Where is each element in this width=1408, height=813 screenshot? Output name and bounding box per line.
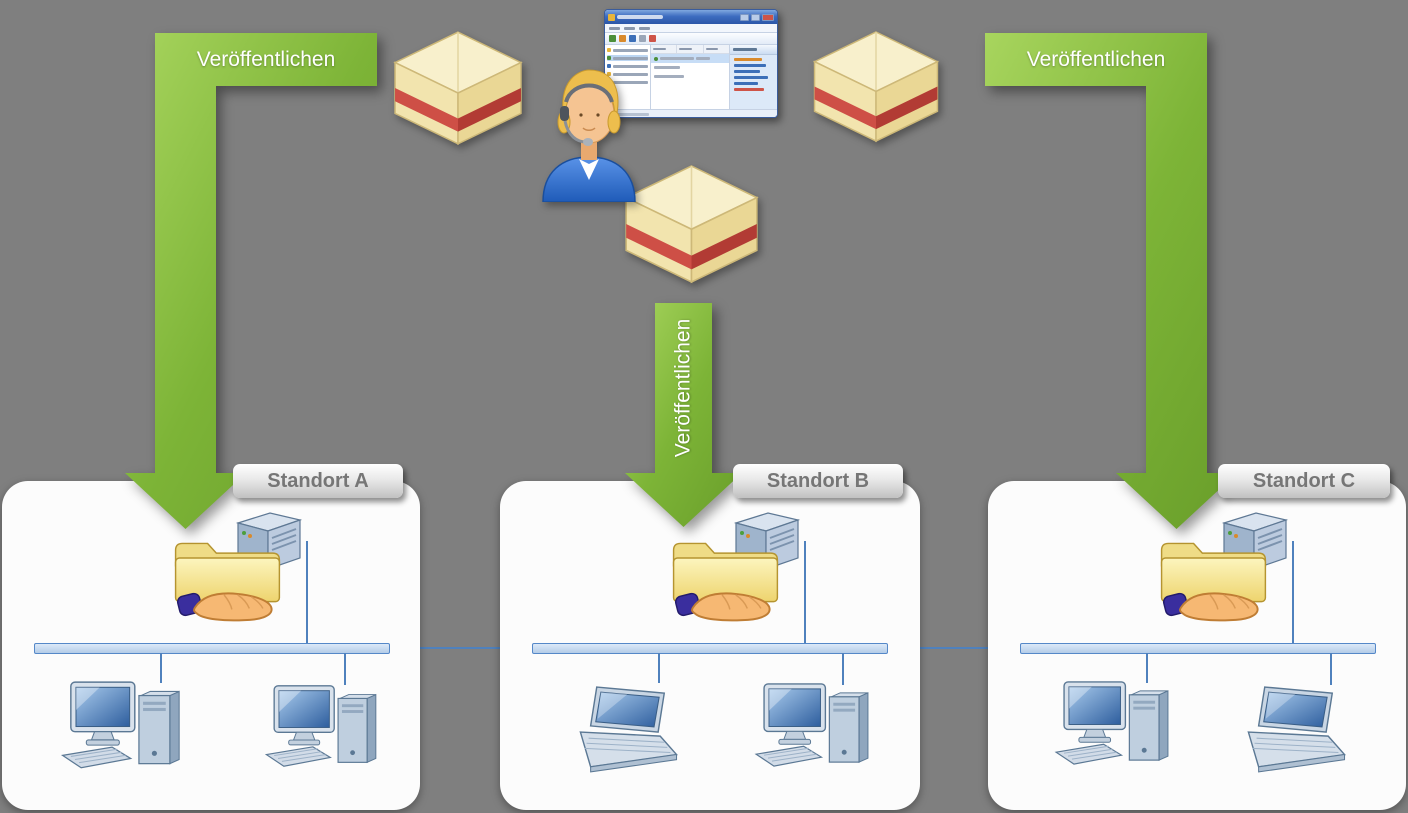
network-bus bbox=[532, 643, 888, 654]
admin-person-icon bbox=[541, 68, 637, 202]
server-network-connector bbox=[804, 541, 806, 644]
site-label-standort-a: Standort A bbox=[233, 464, 403, 498]
window-title-bar bbox=[605, 10, 777, 24]
pc-network-connector bbox=[842, 653, 844, 685]
network-link-a-b bbox=[388, 647, 532, 649]
management-console-window bbox=[604, 9, 778, 118]
network-bus bbox=[1020, 643, 1376, 654]
laptop-computer-icon bbox=[1247, 686, 1346, 773]
software-package-icon bbox=[394, 31, 522, 145]
window-actions-pane bbox=[729, 45, 777, 109]
pc-network-connector bbox=[344, 653, 346, 685]
publish-arrow-center-label: Veröffentlichen bbox=[654, 300, 712, 476]
software-package-icon bbox=[625, 165, 758, 283]
maximize-icon bbox=[751, 13, 760, 21]
toolbar-icon bbox=[639, 35, 646, 42]
server-network-connector bbox=[1292, 541, 1294, 644]
shared-folder-icon bbox=[672, 542, 779, 622]
site-box-standort-a bbox=[2, 481, 420, 810]
window-controls bbox=[740, 13, 774, 21]
software-package-icon bbox=[813, 31, 939, 142]
window-body bbox=[605, 45, 777, 109]
publish-arrow-left bbox=[125, 33, 377, 529]
publish-arrow-right-label: Veröffentlichen bbox=[1026, 47, 1166, 71]
desktop-computer-icon bbox=[265, 685, 377, 767]
publish-arrow-center-label-text: Veröffentlichen bbox=[671, 318, 694, 458]
minimize-icon bbox=[740, 13, 749, 21]
toolbar-icon bbox=[609, 35, 616, 42]
desktop-computer-icon bbox=[61, 681, 180, 769]
site-label-standort-b: Standort B bbox=[733, 464, 903, 498]
server-network-connector bbox=[306, 541, 308, 644]
shared-folder-icon bbox=[174, 542, 281, 622]
pc-network-connector bbox=[658, 653, 660, 683]
pc-network-connector bbox=[1146, 653, 1148, 683]
laptop-computer-icon bbox=[579, 686, 678, 773]
network-link-b-c bbox=[886, 647, 1020, 649]
window-status-bar bbox=[605, 109, 777, 117]
desktop-computer-icon bbox=[755, 683, 869, 767]
site-box-standort-b bbox=[500, 481, 920, 810]
pc-network-connector bbox=[160, 653, 162, 683]
publish-arrow-right bbox=[985, 33, 1237, 529]
toolbar-icon bbox=[619, 35, 626, 42]
close-icon bbox=[762, 13, 774, 21]
site-label-standort-c: Standort C bbox=[1218, 464, 1390, 498]
publish-arrow-left-label: Veröffentlichen bbox=[196, 47, 336, 71]
window-title-placeholder bbox=[617, 15, 663, 19]
window-app-icon bbox=[608, 13, 615, 21]
site-box-standort-c bbox=[988, 481, 1406, 810]
window-toolbar bbox=[605, 33, 777, 45]
toolbar-icon bbox=[649, 35, 656, 42]
publish-arrow-center bbox=[625, 303, 742, 527]
window-menu-bar bbox=[605, 24, 777, 33]
desktop-computer-icon bbox=[1055, 681, 1169, 765]
shared-folder-icon bbox=[1160, 542, 1267, 622]
window-list-pane bbox=[651, 45, 729, 109]
pc-network-connector bbox=[1330, 653, 1332, 685]
network-bus bbox=[34, 643, 390, 654]
toolbar-icon bbox=[629, 35, 636, 42]
